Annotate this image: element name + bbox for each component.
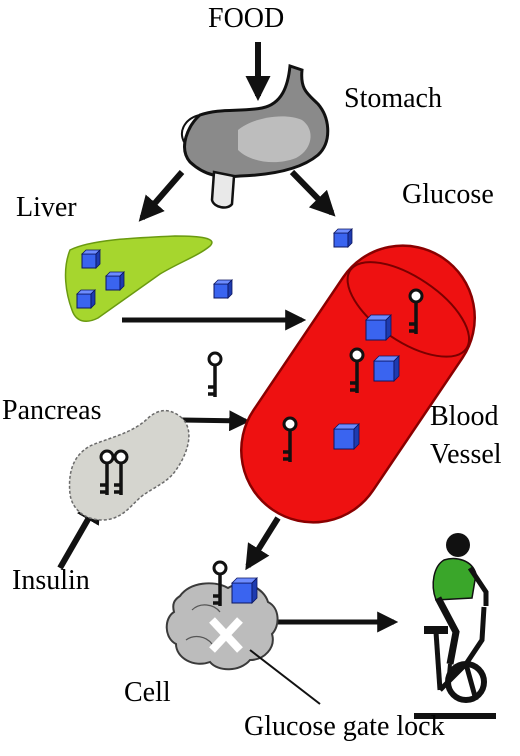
label-cell: Cell [124,677,171,708]
arrow-pancreas-to-vessel [181,410,251,432]
glucose-cube-cell [231,577,258,604]
glucose-cube-liver-2 [105,271,125,291]
arrow-vessel-to-cell [245,516,281,571]
label-blood: Blood [430,401,499,432]
glucose-cube-vessel-1 [365,314,392,341]
label-pancreas: Pancreas [2,395,102,426]
label-stomach: Stomach [344,83,442,114]
pancreas-illustration [68,409,190,521]
arrow-stomach-to-liver [138,170,185,222]
glucose-cube-liver-1 [81,249,101,269]
liver-illustration [64,235,213,323]
label-food: FOOD [208,3,285,34]
stomach-illustration [181,63,330,209]
insulin-key-free [206,351,223,399]
arrow-stomach-to-glucose [289,169,336,217]
label-insulin: Insulin [12,565,90,596]
glucose-cube-vessel-3 [333,423,360,450]
label-liver: Liver [16,192,77,223]
gate-lock-x-icon [209,617,243,653]
label-glucose: Glucose [402,179,494,210]
glucose-cube-liver-3 [76,289,96,309]
gate-lock-pointer-line [249,649,321,705]
exercise-bike-icon [414,533,496,719]
label-glucose-gate-lock: Glucose gate lock [244,711,445,742]
label-vessel: Vessel [430,439,502,470]
glucose-cube-free [333,228,353,248]
glucose-cube-transit [213,279,233,299]
glucose-cube-vessel-2 [373,355,400,382]
